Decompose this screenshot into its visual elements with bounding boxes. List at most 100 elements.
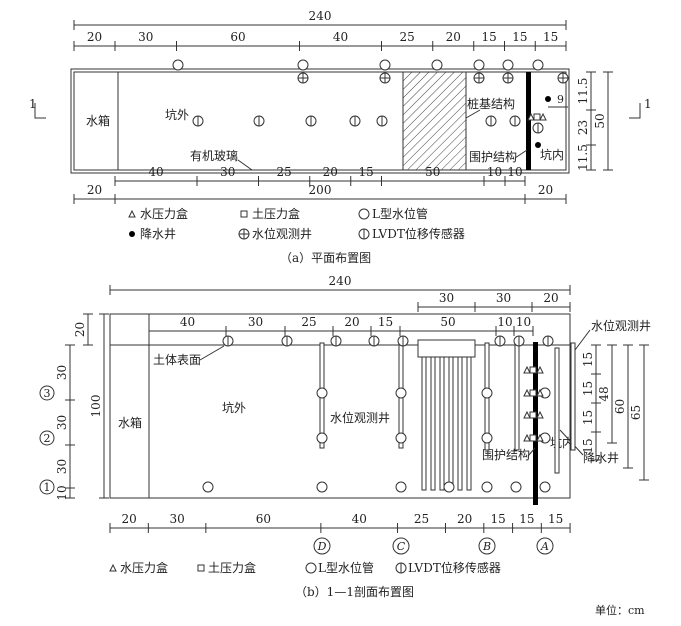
plan-dim-top-label: 20 bbox=[87, 30, 102, 44]
level-marker bbox=[39, 479, 55, 495]
section-dim-inner-label: 15 bbox=[378, 315, 393, 329]
water-pressure-cell-icon bbox=[536, 365, 544, 374]
retaining-label: 围护结构 bbox=[469, 149, 517, 164]
l-type-water-pipe-icon bbox=[297, 59, 309, 71]
earth-pressure-cell-icon bbox=[529, 434, 537, 442]
water-pressure-cell-icon bbox=[523, 365, 531, 374]
earth-pressure-cell-icon bbox=[197, 564, 205, 572]
l-type-water-pipe-icon bbox=[431, 59, 443, 71]
glass-label: 有机玻璃 bbox=[190, 149, 238, 163]
l-type-water-pipe-icon bbox=[379, 59, 391, 71]
plan-dim-top-label: 15 bbox=[543, 30, 558, 44]
legend-b-item: 水压力盒 bbox=[120, 560, 168, 575]
legend-a-item: 土压力盒 bbox=[252, 206, 300, 221]
plan-dim-top-label: 60 bbox=[230, 30, 245, 44]
l-type-water-pipe-icon bbox=[532, 59, 544, 71]
leader-line bbox=[237, 159, 253, 171]
leader-line bbox=[514, 149, 528, 159]
pile-foundation-zone bbox=[402, 71, 467, 171]
observation-well-icon bbox=[558, 73, 568, 83]
level-marker-label: 3 bbox=[44, 387, 51, 400]
l-type-water-pipe-icon bbox=[539, 481, 551, 493]
svg-text:1: 1 bbox=[29, 97, 37, 111]
earth-pressure-cell-icon bbox=[240, 210, 248, 218]
section-dim-bottom-label: 60 bbox=[256, 512, 271, 526]
plan-dim-right-total-label: 50 bbox=[593, 113, 607, 128]
plan-dim-bottom1-label: 40 bbox=[148, 165, 163, 179]
plan-dim-total-label: 240 bbox=[309, 9, 332, 23]
l-type-water-pipe-icon bbox=[481, 387, 493, 399]
axis-marker bbox=[478, 537, 496, 555]
plan-dim-right-label: 23 bbox=[576, 120, 590, 135]
l-type-water-pipe-icon bbox=[473, 59, 485, 71]
section-dim-bottom-label: 20 bbox=[122, 512, 137, 526]
l-type-water-pipe-icon bbox=[502, 59, 514, 71]
section-dim-inner-label: 40 bbox=[180, 315, 195, 329]
axis-marker-label: D bbox=[317, 540, 327, 553]
section-mark-right: 1 bbox=[629, 97, 652, 119]
tank-label: 水箱 bbox=[86, 113, 110, 128]
section-dim-right-60-label: 60 bbox=[613, 399, 627, 414]
section-dim-left-total-label: 100 bbox=[89, 395, 103, 418]
water-pressure-cell-icon bbox=[539, 112, 547, 121]
plan-dim-top-label: 40 bbox=[333, 30, 348, 44]
outside-label: 坑外 bbox=[222, 400, 246, 415]
plan-dim-bottom2-label: 200 bbox=[309, 183, 332, 197]
section-dim-bottom-label: 15 bbox=[548, 512, 563, 526]
legend-a-item: LVDT位移传感器 bbox=[372, 226, 465, 241]
axis-marker bbox=[313, 537, 331, 555]
outside-label: 坑外 bbox=[165, 107, 189, 122]
water-pressure-cell-icon bbox=[527, 112, 535, 121]
section-dim-right-label: 15 bbox=[581, 381, 595, 396]
dewatering-well-icon bbox=[545, 96, 551, 102]
leader-line bbox=[574, 329, 591, 351]
section-dim-left-label: 30 bbox=[55, 365, 69, 380]
leader-line bbox=[465, 109, 481, 119]
well-distance-label: 9 bbox=[557, 93, 564, 106]
earth-pressure-cell-icon bbox=[529, 389, 537, 397]
plan-dim-right-label: 11.5 bbox=[576, 78, 590, 105]
l-type-water-pipe-icon bbox=[443, 481, 455, 493]
section-dim-top-label: 30 bbox=[439, 291, 454, 305]
pile bbox=[457, 356, 463, 491]
observation-well-icon bbox=[298, 73, 308, 83]
l-type-water-pipe-icon bbox=[395, 432, 407, 444]
dewatering-well-icon bbox=[535, 142, 541, 148]
leader-line bbox=[527, 447, 536, 457]
dewater-label: 降水井 bbox=[583, 451, 619, 465]
pile bbox=[421, 356, 427, 491]
earth-pressure-cell-icon bbox=[529, 411, 537, 419]
section-dim-right-48-label: 48 bbox=[597, 386, 611, 401]
section-dim-inner-label: 20 bbox=[344, 315, 359, 329]
water-pressure-cell-icon bbox=[523, 433, 531, 442]
earth-pressure-cell-icon bbox=[533, 113, 541, 121]
plan-dim-bottom1-label: 50 bbox=[425, 165, 440, 179]
section-dim-total-label: 240 bbox=[329, 274, 352, 288]
water-pressure-cell-icon bbox=[109, 563, 117, 572]
pile bbox=[466, 356, 472, 491]
section-dim-bottom-label: 30 bbox=[169, 512, 184, 526]
retaining-wall bbox=[526, 72, 531, 170]
l-type-water-pipe-icon bbox=[172, 59, 184, 71]
observation-well-icon bbox=[474, 73, 484, 83]
earth-pressure-cell-icon bbox=[529, 366, 537, 374]
plan-dim-bottom1-label: 10 bbox=[487, 165, 502, 179]
legend-a-item: L型水位管 bbox=[372, 206, 428, 221]
dewatering-well-icon bbox=[129, 231, 135, 237]
inside-label: 坑内 bbox=[540, 147, 564, 162]
section-dim-left-label: 30 bbox=[55, 459, 69, 474]
tank-label: 水箱 bbox=[118, 415, 142, 430]
pile bbox=[439, 356, 445, 491]
section-dim-inner-label: 10 bbox=[516, 315, 531, 329]
l-type-water-pipe-icon bbox=[305, 562, 317, 574]
l-type-water-pipe-icon bbox=[395, 481, 407, 493]
plan-inner-wall bbox=[73, 71, 567, 171]
section-dim-left-label: 10 bbox=[55, 485, 69, 500]
section-dim-right-label: 15 bbox=[581, 438, 595, 453]
caption-a: （a）平面布置图 bbox=[280, 251, 371, 265]
plan-outer-wall bbox=[70, 68, 570, 174]
l-type-water-pipe-icon bbox=[316, 481, 328, 493]
section-dim-inner-label: 30 bbox=[248, 315, 263, 329]
pile bbox=[448, 356, 454, 491]
l-type-water-pipe-icon bbox=[316, 432, 328, 444]
